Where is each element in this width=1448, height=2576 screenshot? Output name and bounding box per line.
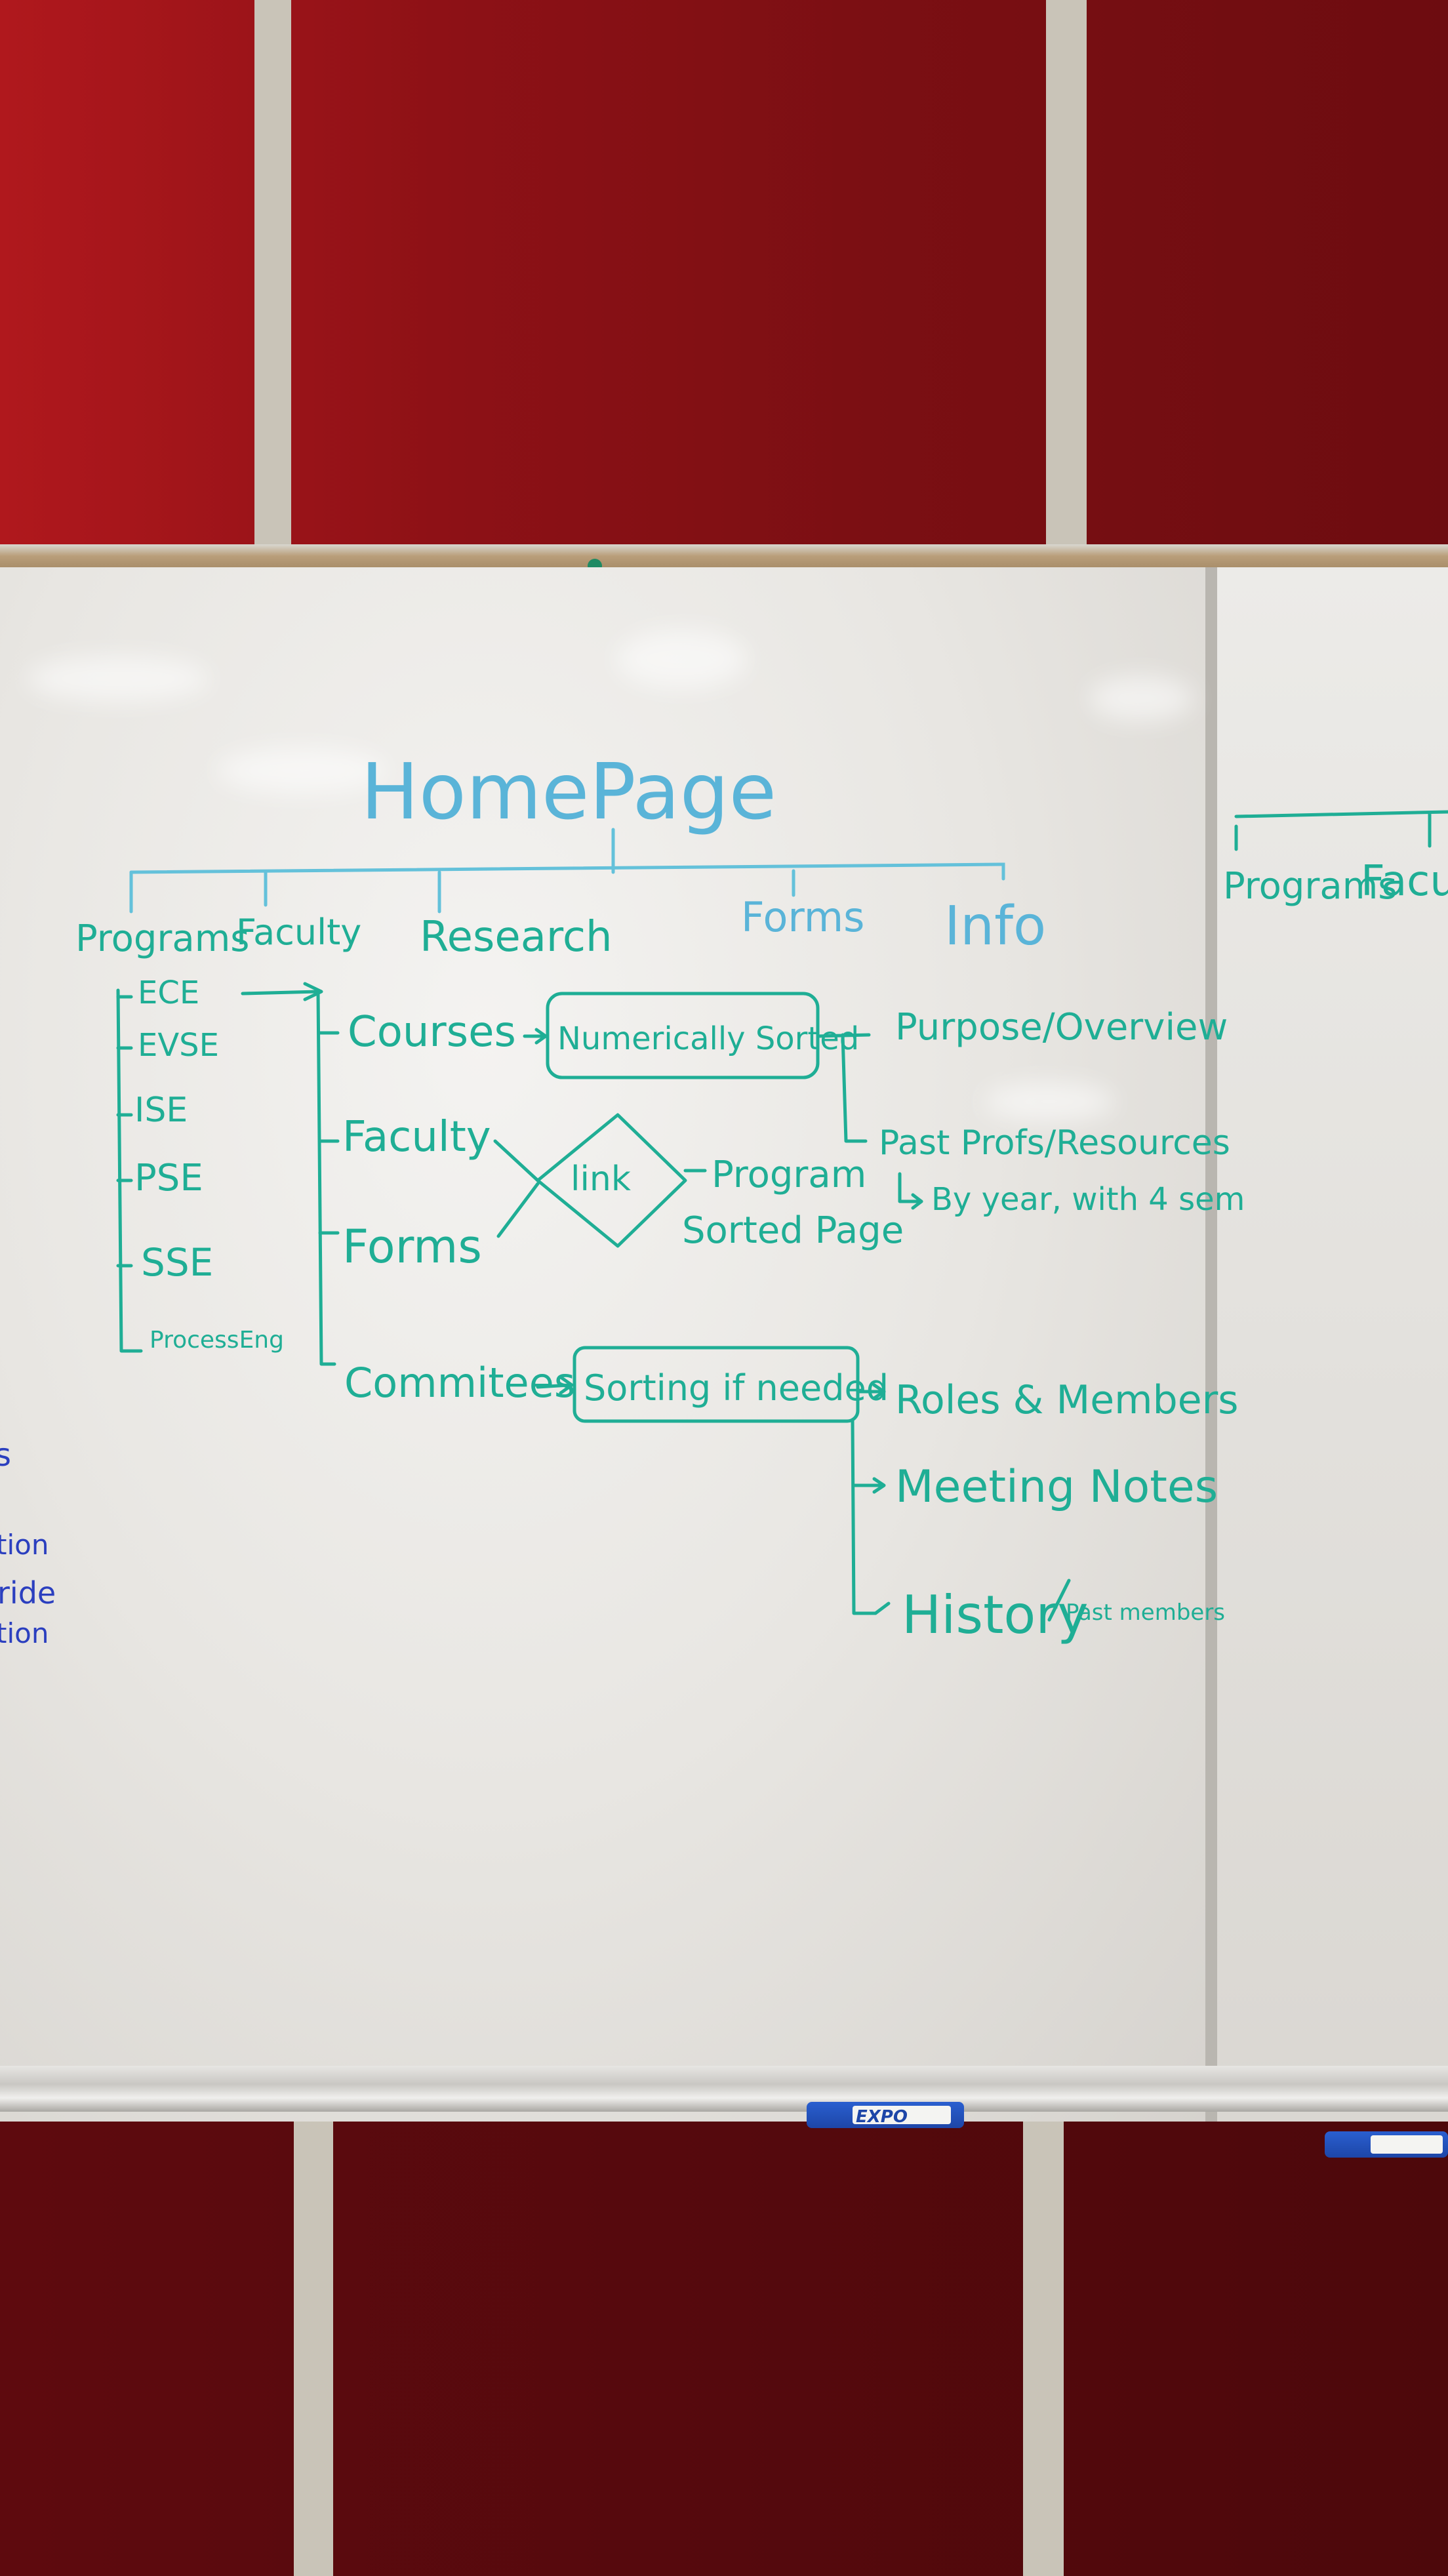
- wall-seam: [1023, 2112, 1064, 2576]
- wall-seam: [254, 0, 291, 567]
- marker-brand: EXPO: [856, 2107, 908, 2127]
- committee-past-members: Past members: [1066, 1600, 1225, 1626]
- arrow-head: [534, 1028, 548, 1045]
- programs-ticks: [116, 995, 133, 1268]
- course-by-year: By year, with 4 sem: [931, 1181, 1245, 1218]
- red-wall-bottom: [0, 2112, 1448, 2576]
- arrow-head: [874, 1601, 891, 1615]
- section-forms: Forms: [342, 1220, 482, 1274]
- whiteboard-right: [1217, 567, 1448, 2122]
- cork-strip: [0, 544, 1448, 571]
- light-glare: [616, 630, 748, 689]
- program-item: PSE: [134, 1157, 203, 1199]
- nav-forms: Forms: [741, 893, 864, 941]
- branch-line: [851, 1418, 877, 1615]
- arrow-head: [559, 1375, 574, 1395]
- sorting-if-needed-box: [573, 1346, 860, 1423]
- program-page-line2: Sorted Page: [682, 1209, 904, 1252]
- whiteboard: [0, 567, 1217, 2122]
- marker[interactable]: [1325, 2131, 1448, 2158]
- course-past-profs: Past Profs/Resources: [879, 1123, 1230, 1163]
- edge-fragment: tion: [0, 1617, 49, 1649]
- arrow-head: [872, 1383, 886, 1400]
- nav-research: Research: [420, 913, 613, 961]
- edge-fragment: ride: [0, 1575, 56, 1611]
- diagram-title: HomePage: [361, 746, 776, 837]
- program-item: EVSE: [138, 1027, 219, 1064]
- slash-mark: [1047, 1579, 1071, 1622]
- light-glare: [216, 748, 387, 794]
- edge-fragment: tion: [0, 1529, 49, 1561]
- committee-roles: Roles & Members: [895, 1377, 1239, 1423]
- nav-programs: Programs: [75, 917, 249, 960]
- program-item: SSE: [141, 1240, 213, 1285]
- branch-line: [841, 1033, 868, 1143]
- side-tree-line: [1234, 810, 1448, 851]
- section-courses: Courses: [348, 1008, 516, 1057]
- connector: [493, 1139, 540, 1182]
- section-faculty: Faculty: [342, 1113, 491, 1161]
- link-label: link: [571, 1159, 631, 1199]
- marker-tray: [0, 2066, 1448, 2112]
- arrow-line: [241, 990, 320, 996]
- sorting-if-needed-label: Sorting if needed: [584, 1367, 889, 1409]
- sub-arrow: [898, 1172, 923, 1203]
- sections-ticks: [318, 1031, 340, 1235]
- program-page-line1: Program: [712, 1154, 866, 1196]
- light-glare: [984, 1082, 1115, 1121]
- link-diamond: [536, 1113, 687, 1248]
- light-glare: [26, 656, 210, 702]
- committee-meeting-notes: Meeting Notes: [895, 1461, 1218, 1513]
- numerically-sorted-label: Numerically Sorted: [557, 1020, 859, 1057]
- committee-history: History: [902, 1584, 1089, 1645]
- wall-seam: [1046, 0, 1087, 548]
- programs-branch: [116, 988, 143, 1353]
- side-nav-faculty: Facu: [1361, 857, 1448, 906]
- tree-line: [129, 862, 1005, 881]
- red-wall-top: [0, 0, 1448, 577]
- marker[interactable]: [807, 2102, 964, 2128]
- nav-info: Info: [944, 895, 1046, 957]
- connector: [496, 1182, 540, 1238]
- program-item: ProcessEng: [150, 1327, 284, 1354]
- light-glare: [1089, 675, 1194, 721]
- arrow-head: [872, 1477, 886, 1494]
- section-committees: Commitees: [344, 1359, 575, 1407]
- arrow-head: [303, 982, 323, 1001]
- sections-branch: [316, 990, 336, 1366]
- program-item: ECE: [138, 975, 199, 1011]
- wall-seam: [294, 2112, 333, 2576]
- nav-faculty: Faculty: [236, 912, 361, 953]
- course-purpose: Purpose/Overview: [895, 1006, 1228, 1049]
- program-item: ISE: [134, 1091, 188, 1130]
- edge-fragment: s: [0, 1437, 11, 1474]
- sub-arrow-head: [911, 1193, 923, 1210]
- side-nav-programs: Programs: [1223, 865, 1397, 908]
- arrow-line: [536, 1383, 571, 1389]
